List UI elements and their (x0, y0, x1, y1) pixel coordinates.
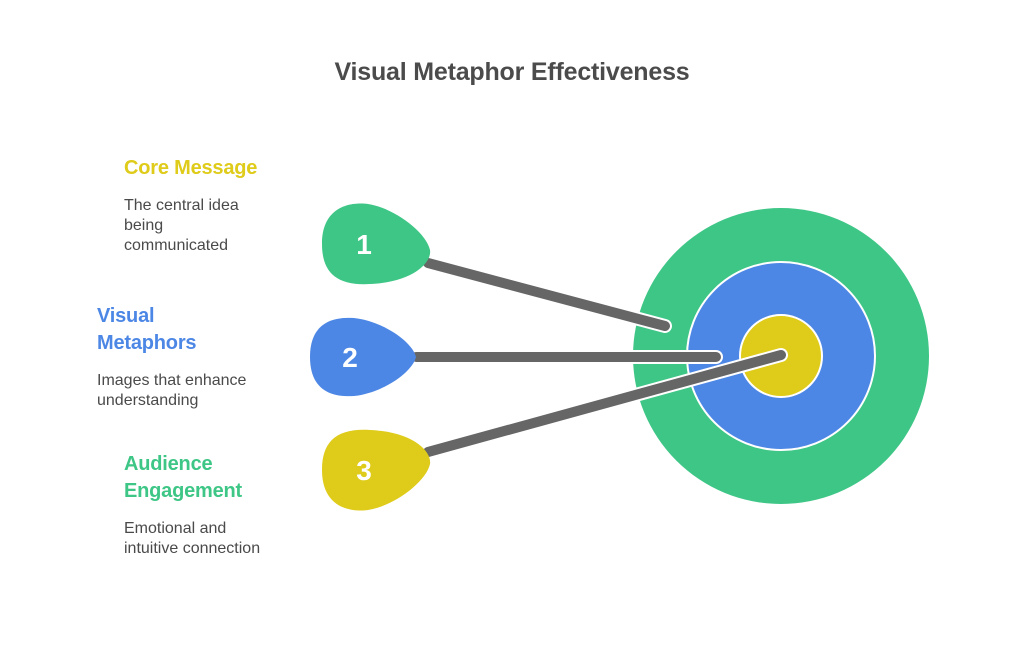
arrow-1 (421, 256, 672, 333)
item-description: Emotional and intuitive connection (124, 520, 261, 557)
marker-number: 3 (356, 455, 372, 486)
item-audience-engagement: Audience Engagement Emotional and intuit… (124, 451, 294, 559)
marker-number: 2 (342, 342, 358, 373)
item-description: The central idea being communicated (124, 197, 239, 254)
item-core-message: Core Message The central idea being comm… (124, 155, 294, 256)
marker-1: 1 (322, 203, 431, 285)
marker-number: 1 (356, 229, 372, 260)
item-title: Visual Metaphors (97, 305, 197, 354)
item-title: Audience Engagement (124, 453, 243, 502)
arrow-3 (421, 348, 788, 459)
marker-3: 3 (322, 429, 431, 511)
item-description: Images that enhance understanding (97, 372, 247, 409)
item-visual-metaphors: Visual Metaphors Images that enhance und… (97, 303, 287, 411)
item-title: Core Message (124, 157, 258, 179)
marker-2: 2 (310, 317, 416, 397)
diagram-title: Visual Metaphor Effectiveness (334, 58, 690, 86)
